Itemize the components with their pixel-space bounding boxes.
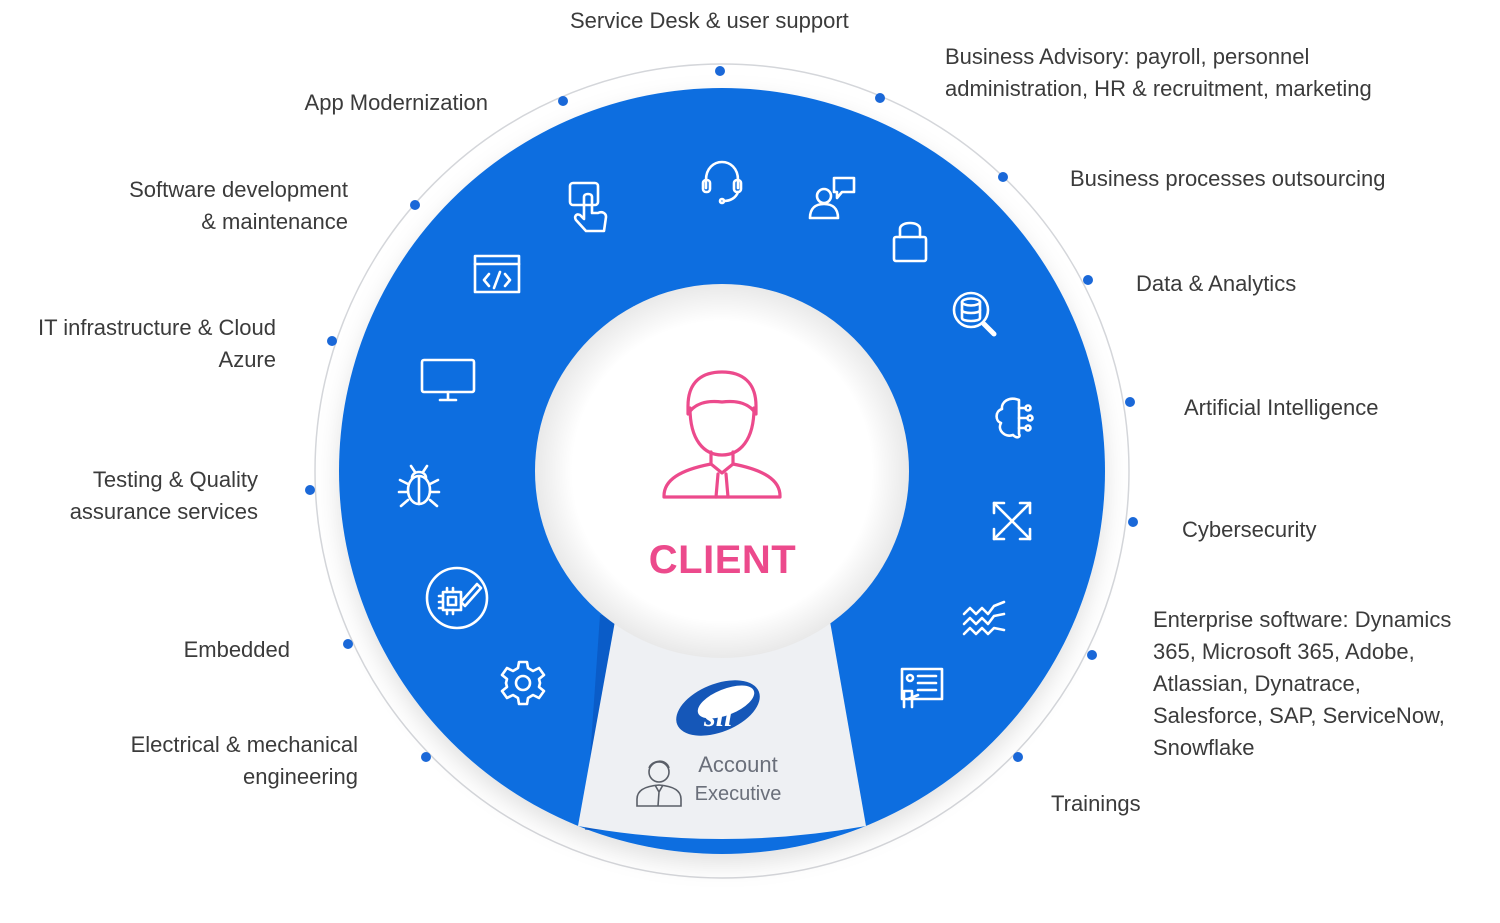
service-label-line: Trainings bbox=[1051, 791, 1141, 816]
client-person-icon bbox=[662, 370, 782, 499]
code-window-icon bbox=[473, 254, 521, 294]
service-label: Testing & Quality assurance services bbox=[70, 464, 258, 528]
service-label-line: Atlassian, Dynatrace, bbox=[1153, 671, 1361, 696]
svg-text:sii: sii bbox=[703, 700, 733, 733]
service-label-line: Business Advisory: payroll, personnel bbox=[945, 44, 1310, 69]
ai-brain-icon bbox=[995, 397, 1034, 439]
connector-dot bbox=[715, 66, 725, 76]
headset-icon bbox=[701, 160, 743, 205]
service-label-line: Testing & Quality bbox=[92, 467, 258, 492]
chip-pen-icon bbox=[425, 566, 489, 630]
connector-dot bbox=[305, 485, 315, 495]
service-label-line: & maintenance bbox=[201, 209, 348, 234]
monitor-icon bbox=[420, 358, 476, 402]
database-search-icon bbox=[952, 291, 997, 337]
service-label: Business processes outsourcing bbox=[1070, 163, 1386, 195]
service-label: Software development & maintenance bbox=[129, 174, 348, 238]
presentation-board-icon bbox=[900, 667, 944, 709]
connector-dot bbox=[1087, 650, 1097, 660]
connector-dot bbox=[1128, 517, 1138, 527]
outer-ring bbox=[314, 63, 1130, 879]
service-label-line: App Modernization bbox=[304, 90, 488, 115]
chat-user-icon bbox=[808, 176, 856, 220]
service-label: Service Desk & user support bbox=[570, 5, 849, 37]
service-label: Artificial Intelligence bbox=[1184, 392, 1378, 424]
service-label: Enterprise software: Dynamics 365, Micros… bbox=[1153, 604, 1451, 764]
connector-dot bbox=[558, 96, 568, 106]
service-label: Cybersecurity bbox=[1182, 514, 1316, 546]
service-label-line: assurance services bbox=[69, 499, 258, 524]
service-label-line: Embedded bbox=[183, 637, 290, 662]
connector-dot bbox=[1013, 752, 1023, 762]
service-label-line: Enterprise software: Dynamics bbox=[1153, 607, 1452, 632]
service-label-line: Electrical & mechanical bbox=[130, 732, 358, 757]
service-label-line: engineering bbox=[243, 764, 358, 789]
connector-dot bbox=[1125, 397, 1135, 407]
touch-hand-icon bbox=[568, 181, 608, 233]
service-label: Trainings bbox=[1051, 788, 1141, 820]
connector-dot bbox=[410, 200, 420, 210]
bug-icon bbox=[397, 464, 441, 508]
service-label-line: Azure bbox=[218, 347, 276, 372]
connector-dot bbox=[343, 639, 353, 649]
client-title: CLIENT bbox=[648, 538, 797, 582]
service-label: Data & Analytics bbox=[1136, 268, 1296, 300]
service-label-line: Business processes outsourcing bbox=[1070, 166, 1386, 191]
account-label: Account bbox=[698, 752, 778, 777]
connector-dot bbox=[1083, 275, 1093, 285]
connector-dot bbox=[421, 752, 431, 762]
service-label-line: administration, HR & recruitment, market… bbox=[945, 76, 1372, 101]
service-label-line: Data & Analytics bbox=[1136, 271, 1297, 296]
service-label: App Modernization bbox=[305, 87, 488, 119]
expand-arrows-icon bbox=[992, 501, 1032, 541]
service-label-line: Software development bbox=[129, 177, 348, 202]
lock-icon bbox=[892, 221, 928, 263]
service-icons bbox=[397, 160, 1034, 709]
service-label-line: IT infrastructure & Cloud bbox=[37, 315, 276, 340]
account-executive-icon bbox=[636, 760, 682, 807]
connector-dot bbox=[327, 336, 337, 346]
waves-icon bbox=[962, 600, 1006, 636]
service-label-line: Snowflake bbox=[1153, 735, 1255, 760]
account-executive-label: Account Executive bbox=[688, 750, 788, 808]
service-label: Embedded bbox=[184, 634, 290, 666]
connector-dot bbox=[998, 172, 1008, 182]
company-logo: sii bbox=[676, 680, 760, 736]
gear-icon bbox=[500, 660, 546, 706]
connector-dots bbox=[305, 66, 1138, 762]
executive-label: Executive bbox=[694, 783, 782, 805]
service-label: Business Advisory: payroll, personnel adm… bbox=[945, 41, 1372, 105]
service-label-line: Artificial Intelligence bbox=[1184, 395, 1379, 420]
connector-dot bbox=[875, 93, 885, 103]
service-label: Electrical & mechanical engineering bbox=[131, 729, 358, 793]
service-label-line: Cybersecurity bbox=[1182, 517, 1317, 542]
service-label-line: 365, Microsoft 365, Adobe, bbox=[1153, 639, 1415, 664]
service-label-line: Service Desk & user support bbox=[570, 8, 849, 33]
service-label-line: Salesforce, SAP, ServiceNow, bbox=[1153, 703, 1445, 728]
